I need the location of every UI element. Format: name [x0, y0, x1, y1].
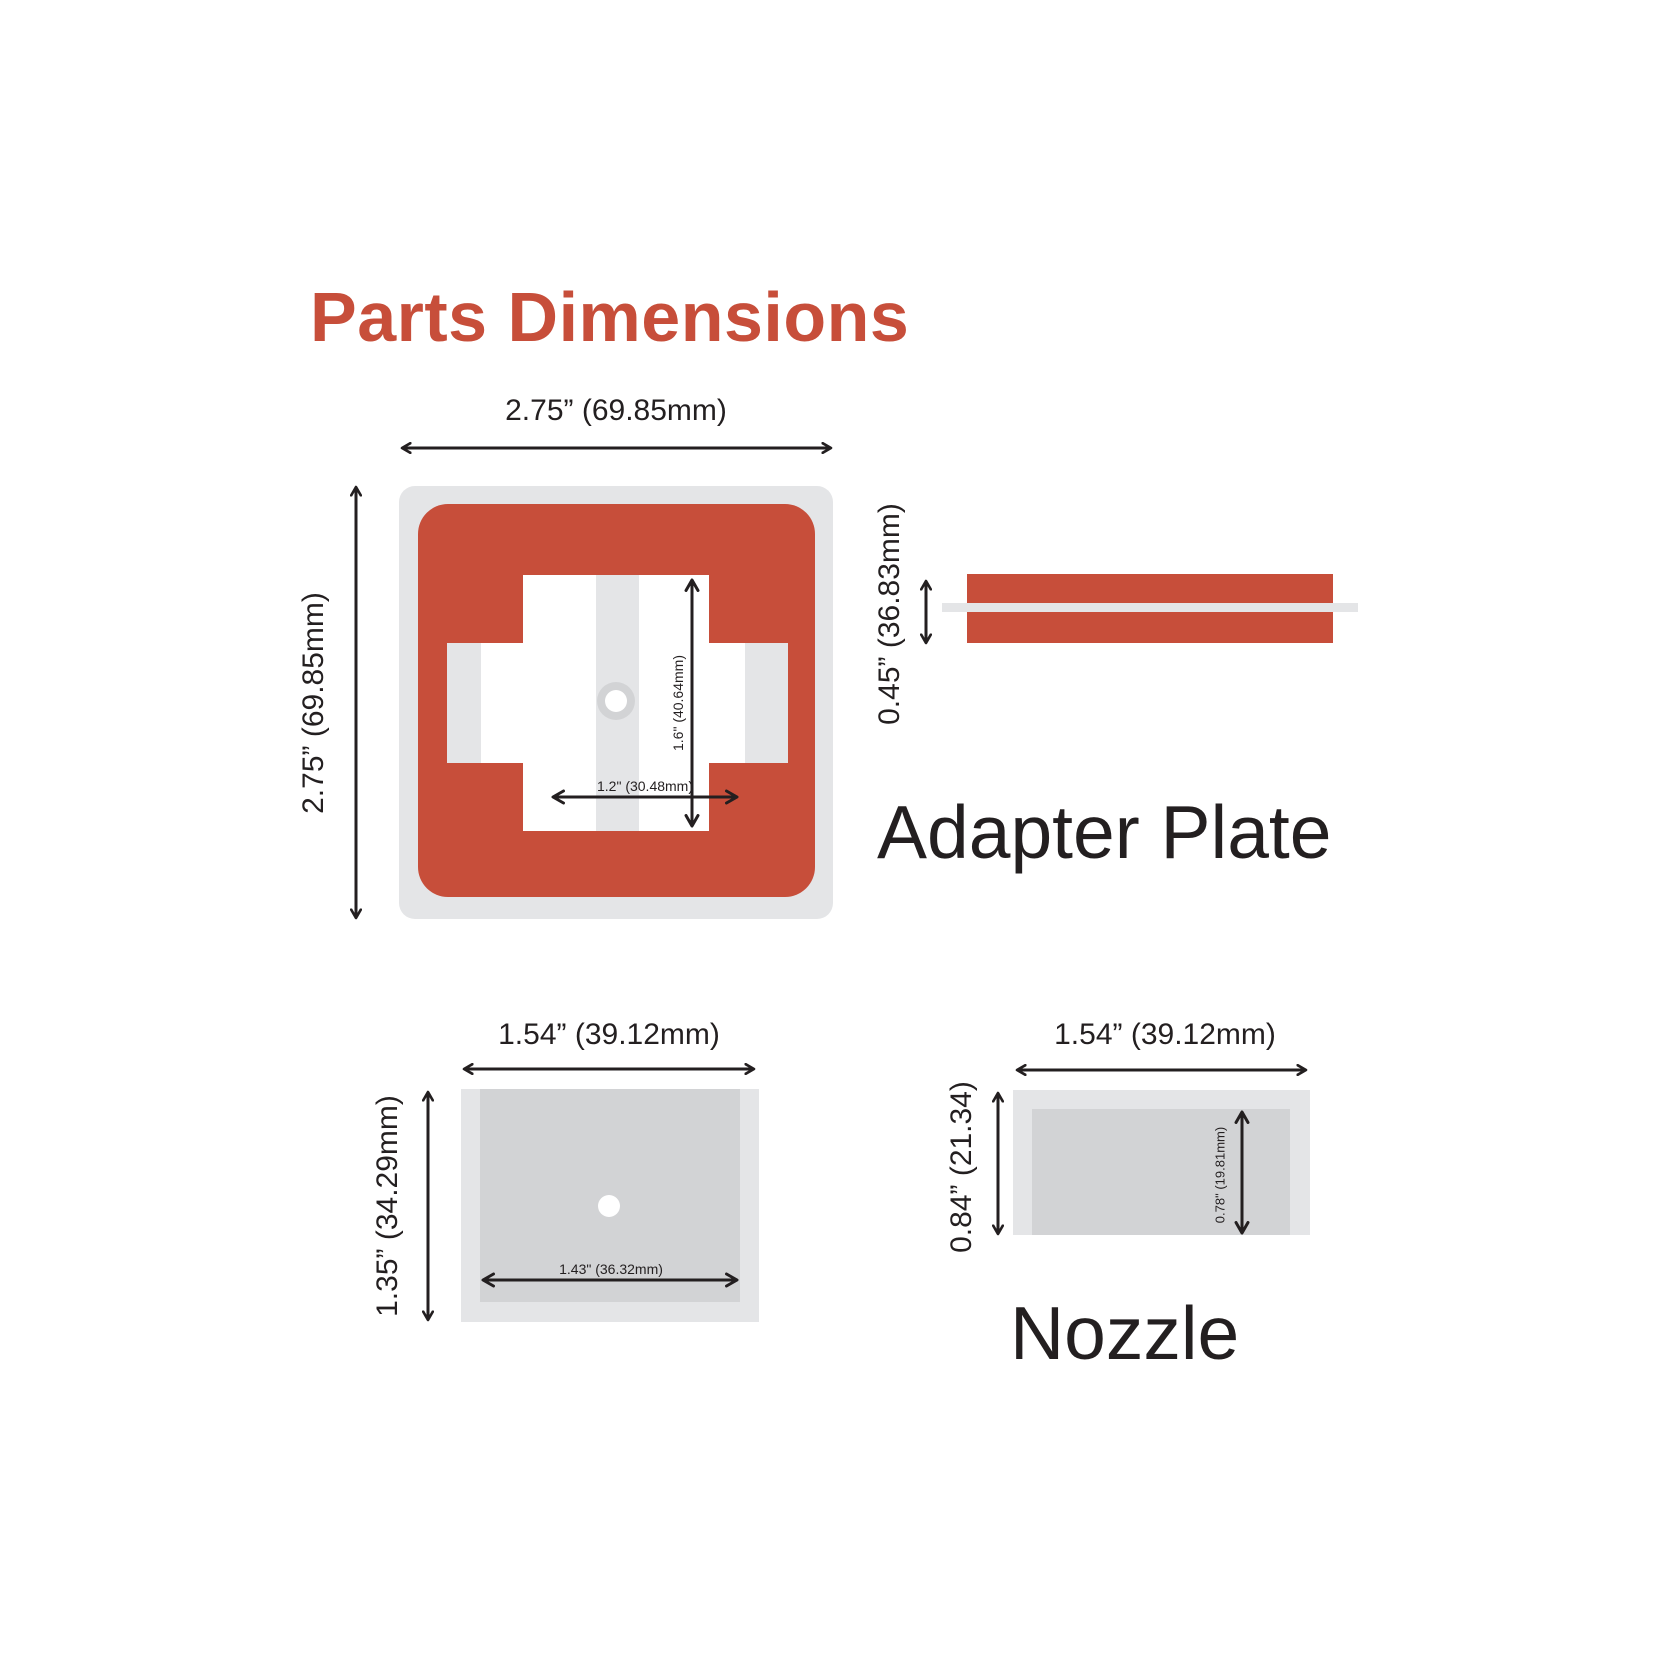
nozzle-height-label: 0.84” (21.34)	[945, 1081, 978, 1253]
page-title: Parts Dimensions	[310, 278, 910, 356]
adapter-plate-name: Adapter Plate	[877, 790, 1332, 874]
left-stripe	[447, 643, 481, 763]
cutout-height-label: 1.6" (40.64mm)	[670, 654, 686, 752]
nozzle-inner-height-label: 0.78" (19.81mm)	[1212, 1126, 1228, 1224]
nozzle-name: Nozzle	[1010, 1291, 1240, 1375]
plate-height-label: 2.75” (69.85mm)	[297, 592, 330, 814]
nozzle-width-label: 1.54” (39.12mm)	[1054, 1018, 1276, 1051]
nozzle-inner	[1032, 1109, 1290, 1235]
side-view-gray-plate	[942, 603, 1358, 612]
base-part-hole	[598, 1195, 620, 1217]
plate-thickness-label: 0.45” (36.83mm)	[873, 503, 906, 725]
adapter-plate-side-view	[942, 574, 1358, 643]
right-stripe	[745, 643, 788, 763]
base-width-label: 1.54” (39.12mm)	[498, 1018, 720, 1051]
nozzle-part	[1013, 1090, 1310, 1235]
center-hole	[605, 690, 627, 712]
cutout-width-label: 1.2" (30.48mm)	[596, 778, 694, 794]
adapter-plate-front-view	[399, 486, 833, 919]
base-inner-width-label: 1.43" (36.32mm)	[559, 1261, 663, 1277]
base-part	[461, 1089, 759, 1322]
plate-width-label: 2.75” (69.85mm)	[505, 394, 727, 427]
base-height-label: 1.35” (34.29mm)	[371, 1095, 404, 1317]
